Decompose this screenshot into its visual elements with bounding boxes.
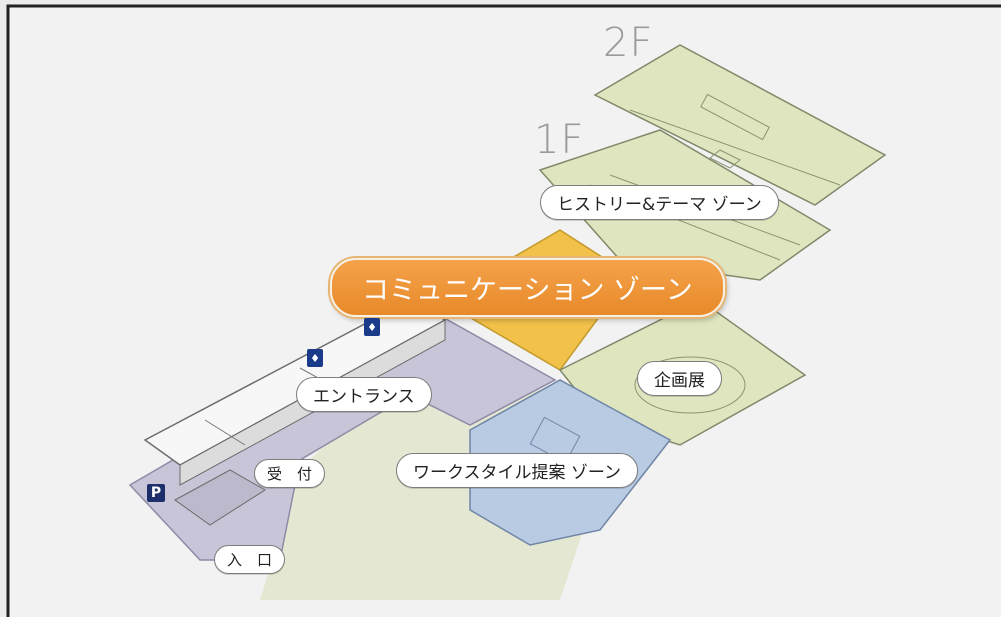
zone-label-entrance[interactable]: エントランス — [296, 377, 432, 412]
floor-2f-plate — [593, 44, 887, 206]
zone-label-workstyle[interactable]: ワークスタイル提案 ゾーン — [396, 453, 639, 488]
parking-icon: P — [147, 484, 165, 502]
floor-2f-label: 2F — [603, 20, 654, 66]
zone-label-communication[interactable]: コミュニケーション ゾーン — [330, 258, 725, 317]
zone-label-entry[interactable]: 入 口 — [214, 545, 286, 574]
zone-label-exhibition[interactable]: 企画展 — [637, 361, 722, 396]
zone-label-history-theme[interactable]: ヒストリー&テーマ ゾーン — [540, 185, 779, 220]
restroom-icon: ♦ — [307, 349, 323, 367]
zone-label-reception[interactable]: 受 付 — [254, 459, 326, 488]
restroom-icon: ♦ — [364, 318, 380, 336]
floor-1f-label: 1F — [534, 117, 585, 163]
